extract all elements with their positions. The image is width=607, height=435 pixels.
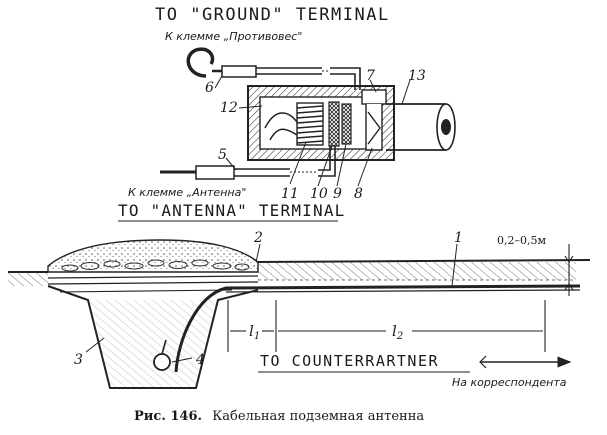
- part-number-11: 11: [281, 186, 299, 202]
- correspondent-russian-label: На корреспондента: [452, 376, 567, 389]
- part-number-5: 5: [218, 147, 227, 163]
- part-number-6: 6: [205, 80, 214, 96]
- part-number-9: 9: [333, 186, 342, 202]
- part-number-3: 3: [74, 352, 83, 368]
- disc-10: [328, 101, 340, 147]
- length-dimensions: [227, 300, 546, 352]
- part-number-10: 10: [310, 186, 328, 202]
- counterpartner-annotation: TO COUNTERRARTNER: [260, 352, 439, 370]
- disc-9: [341, 103, 352, 145]
- antenna-terminal-russian-label: К клемме „Антенна": [128, 186, 246, 199]
- figure-caption: Рис. 146. Кабельная подземная антенна: [134, 409, 424, 424]
- part-number-1: 1: [454, 230, 463, 246]
- ground-terminal-annotation: TO "GROUND" TERMINAL: [155, 5, 390, 25]
- top-leader-lines: [214, 75, 411, 187]
- section-leader-lines: [85, 243, 458, 363]
- buried-cable: [174, 284, 581, 373]
- antenna-terminal-annotation: TO "ANTENNA" TERMINAL: [118, 201, 346, 220]
- l1-label: l1: [249, 322, 260, 342]
- coil-11: [296, 102, 324, 146]
- clamp-7: [361, 89, 387, 105]
- figure-caption-text: Кабельная подземная антенна: [212, 409, 424, 424]
- part-number-12: 12: [220, 100, 238, 116]
- cable-13: [386, 103, 446, 151]
- part-number-2: 2: [253, 230, 263, 246]
- ground-terminal-russian-label: К клемме „Противовес": [165, 30, 302, 43]
- cable-end-assembly: [160, 47, 456, 180]
- soil-mound: [47, 239, 259, 273]
- part-number-4: 4: [195, 352, 205, 368]
- lead-6-wire: [256, 67, 322, 75]
- ground-cross-section: [8, 239, 591, 389]
- depth-marker: [564, 244, 574, 296]
- part-number-8: 8: [354, 186, 363, 202]
- hook-lug: [186, 47, 215, 78]
- lead-5-sleeve: [195, 165, 235, 180]
- part-number-13: 13: [408, 68, 426, 84]
- part-number-7: 7: [366, 68, 375, 84]
- lead-6-sleeve: [221, 65, 257, 78]
- figure-caption-prefix: Рис. 146.: [134, 409, 202, 424]
- depth-label: 0,2–0,5м: [497, 234, 546, 247]
- termination-box-4: [153, 353, 171, 371]
- l2-label: l2: [392, 322, 403, 342]
